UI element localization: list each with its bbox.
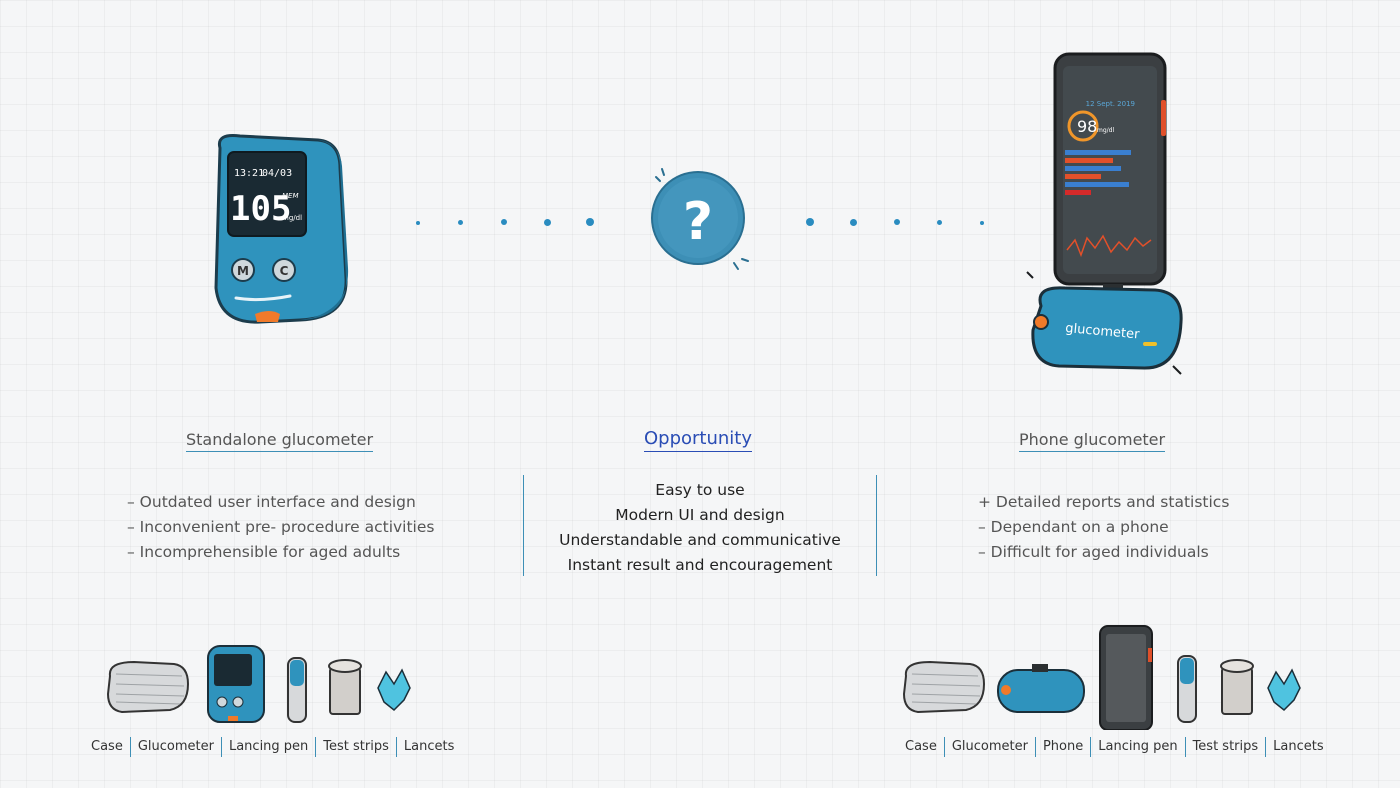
phone-point: + Detailed reports and statistics (978, 493, 1230, 511)
opportunity-point: Instant result and encouragement (567, 556, 833, 574)
divider-right (876, 475, 877, 576)
phone-device-label: glucometer (1065, 321, 1141, 342)
m-button-shape (231, 258, 255, 282)
opportunity-points: Easy to use Modern UI and design Underst… (524, 478, 876, 578)
test-strips-icon (328, 659, 362, 715)
kit-caption: Test strips (1184, 737, 1266, 757)
standalone-point: – Incomprehensible for aged adults (127, 543, 401, 561)
phone-point: – Difficult for aged individuals (978, 543, 1209, 561)
opportunity-point: Understandable and communicative (559, 531, 841, 549)
kit-caption: Lancing pen (1090, 737, 1184, 757)
kit-caption: Test strips (315, 737, 396, 757)
device-mem: MEM (282, 192, 299, 200)
right-kit-captions: Case Glucometer Phone Lancing pen Test s… (905, 737, 1331, 757)
phone-points: + Detailed reports and statistics – Depe… (978, 490, 1229, 565)
question-symbol: ? (683, 192, 713, 252)
phone-unit: mg/dl (1097, 127, 1114, 134)
lancing-pen-icon (287, 657, 307, 723)
kit-caption: Lancets (395, 737, 461, 757)
kit-caption: Phone (1034, 737, 1090, 757)
opportunity-point: Modern UI and design (615, 506, 785, 524)
phone-glucometer-illustration: 12 Sept. 2019 98 mg/dl glucometer (1026, 52, 1183, 375)
divider-left (523, 475, 524, 576)
lancets-icon (377, 668, 411, 712)
device-time: 13:21 (234, 168, 264, 179)
standalone-title: Standalone glucometer (186, 430, 374, 452)
case-icon (106, 660, 190, 714)
m-button-label: M (237, 264, 249, 278)
standalone-glucometer-illustration: 13:21 04/03 105 MEM mg/dl M C (214, 134, 349, 324)
strip-port (255, 311, 280, 322)
kit-caption: Lancing pen (220, 737, 315, 757)
kit-caption: Case (905, 739, 937, 754)
lancets-icon (1267, 668, 1301, 712)
phone-date: 12 Sept. 2019 (1086, 100, 1135, 108)
lancing-pen-icon (1177, 655, 1197, 723)
glucometer-icon (997, 664, 1085, 713)
phone-icon (1099, 625, 1153, 730)
standalone-point: – Outdated user interface and design (127, 493, 416, 511)
left-kit-captions: Case Glucometer Lancing pen Test strips … (91, 737, 461, 757)
phone-title: Phone glucometer (1019, 430, 1166, 452)
test-strips-icon (1220, 659, 1254, 715)
question-mark-icon: ? (651, 168, 749, 270)
device-unit: mg/dl (282, 214, 302, 222)
standalone-point: – Inconvenient pre- procedure activities (127, 518, 435, 536)
kit-caption: Glucometer (129, 737, 221, 757)
opportunity-title: Opportunity (644, 428, 753, 452)
c-button-shape (272, 258, 296, 282)
opportunity-point: Easy to use (655, 481, 745, 499)
kit-caption: Lancets (1265, 737, 1330, 757)
kit-caption: Glucometer (943, 737, 1035, 757)
glucometer-icon (207, 645, 265, 723)
phone-point: – Dependant on a phone (978, 518, 1169, 536)
left-kit-icons (106, 645, 411, 723)
standalone-points: – Outdated user interface and design – I… (127, 490, 434, 565)
case-icon (902, 660, 986, 714)
right-kit-icons (902, 625, 1301, 730)
phone-reading: 98 (1077, 117, 1097, 136)
kit-caption: Case (91, 739, 123, 754)
c-button-label: C (280, 264, 289, 278)
device-reading: 105 (230, 189, 291, 229)
device-date: 04/03 (262, 168, 292, 179)
